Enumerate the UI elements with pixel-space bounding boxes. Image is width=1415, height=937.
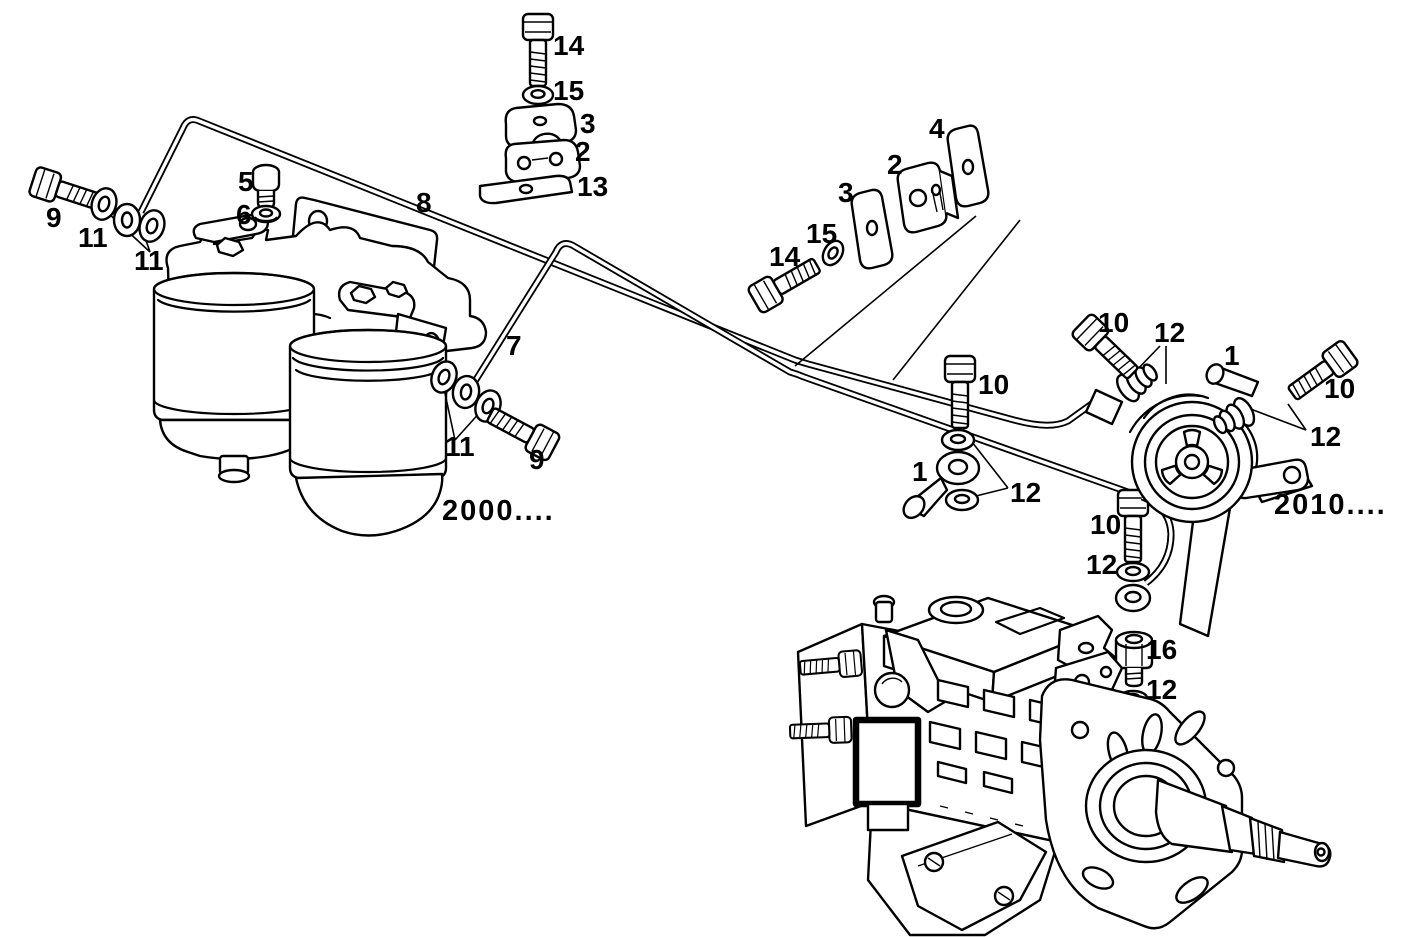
- assembly-code-2010: 2010....: [1274, 489, 1387, 521]
- callout-9-left: 9: [46, 202, 62, 233]
- banjo-eye-hose: [1114, 583, 1152, 613]
- callout-3-top: 3: [580, 108, 596, 139]
- clamp-block-2-mid: [896, 161, 960, 234]
- washer-12-hose: [1115, 561, 1151, 583]
- washer-12-center-upper: [940, 428, 976, 452]
- callout-12-c: 12: [1010, 477, 1041, 508]
- clamp-plate-4-mid: [946, 124, 990, 208]
- callout-11-b: 11: [134, 245, 164, 276]
- callout-13: 13: [577, 171, 608, 202]
- callout-12-d: 12: [1086, 549, 1117, 580]
- pump-front-assembly: [1069, 311, 1361, 638]
- callout-1-b: 1: [912, 456, 928, 487]
- callout-15-top: 15: [553, 75, 584, 106]
- callout-10-c: 10: [978, 369, 1009, 400]
- pump-port-grid: [928, 678, 1062, 827]
- callout-2-top: 2: [575, 136, 591, 167]
- callout-7: 7: [506, 330, 522, 361]
- callout-3-mid: 3: [838, 177, 854, 208]
- head-hex-nut: [215, 236, 245, 258]
- overflow-valve-1: [1205, 363, 1260, 398]
- washer-15-mid: [821, 239, 845, 267]
- banjo-bolt-9-outlet: [482, 400, 563, 463]
- callout-12-e: 12: [1146, 674, 1177, 705]
- banjo-fitting-1-center: [902, 450, 981, 520]
- pump-solenoid: [852, 716, 922, 832]
- leader-lines: [106, 211, 1307, 499]
- callout-6: 6: [236, 199, 252, 230]
- clamp-lower-2: [504, 138, 582, 184]
- callout-labels: 14 15 3 2 13 5 6 9 11 11 8 7 11 9 4 2 3 …: [46, 30, 1387, 705]
- washer-6: [250, 204, 282, 224]
- pump-top-fittings: [872, 594, 1124, 714]
- callout-15-mid: 15: [806, 218, 837, 249]
- filter-drain-nipple: [217, 454, 251, 484]
- callout-16: 16: [1146, 634, 1177, 665]
- banjo-elbow-left: [112, 202, 142, 238]
- callout-1-a: 1: [1224, 340, 1240, 371]
- callout-5: 5: [238, 166, 254, 197]
- banjo-bolt-10-center: [943, 354, 977, 430]
- callout-12-b: 12: [1310, 421, 1341, 452]
- clamp-plate-13: [478, 174, 574, 205]
- injection-pump: [788, 594, 1332, 937]
- callout-11-c: 11: [445, 431, 475, 462]
- union-fitting-16: [1114, 630, 1154, 688]
- callout-12-a: 12: [1154, 317, 1185, 348]
- washer-12-center-lower: [944, 488, 980, 512]
- fuel-pipe-8: [137, 116, 1103, 429]
- callout-8: 8: [416, 187, 432, 218]
- pump-bottom-bracket: [900, 820, 1048, 932]
- callout-10-a: 10: [1098, 307, 1129, 338]
- callout-10-b: 10: [1324, 373, 1355, 404]
- inlet-elbow: [1084, 388, 1124, 426]
- clamp-bolt-14-top: [521, 12, 555, 88]
- callout-10-d: 10: [1090, 509, 1121, 540]
- fuel-pipe-7: [469, 240, 1175, 586]
- pump-drive-shaft: [1154, 778, 1332, 868]
- callout-2-mid: 2: [887, 149, 903, 180]
- callout-14-mid: 14: [769, 241, 801, 272]
- washer-11-b: [134, 205, 170, 247]
- callout-14-top: 14: [553, 30, 585, 61]
- banjo-elbow-outlet: [451, 374, 481, 410]
- plug-5: [251, 163, 281, 210]
- clamp-plate-3-mid: [850, 188, 894, 270]
- fuel-filter-right: [288, 328, 448, 537]
- bracket-arm: [1234, 458, 1310, 500]
- callout-9-b: 9: [529, 444, 545, 475]
- head-bracket-arm: [192, 212, 270, 244]
- callout-11-a: 11: [78, 222, 108, 253]
- callout-4: 4: [929, 113, 945, 144]
- washer-15-top: [521, 84, 555, 106]
- fuel-filter-left: [152, 271, 316, 484]
- assembly-code-2000: 2000....: [442, 495, 555, 527]
